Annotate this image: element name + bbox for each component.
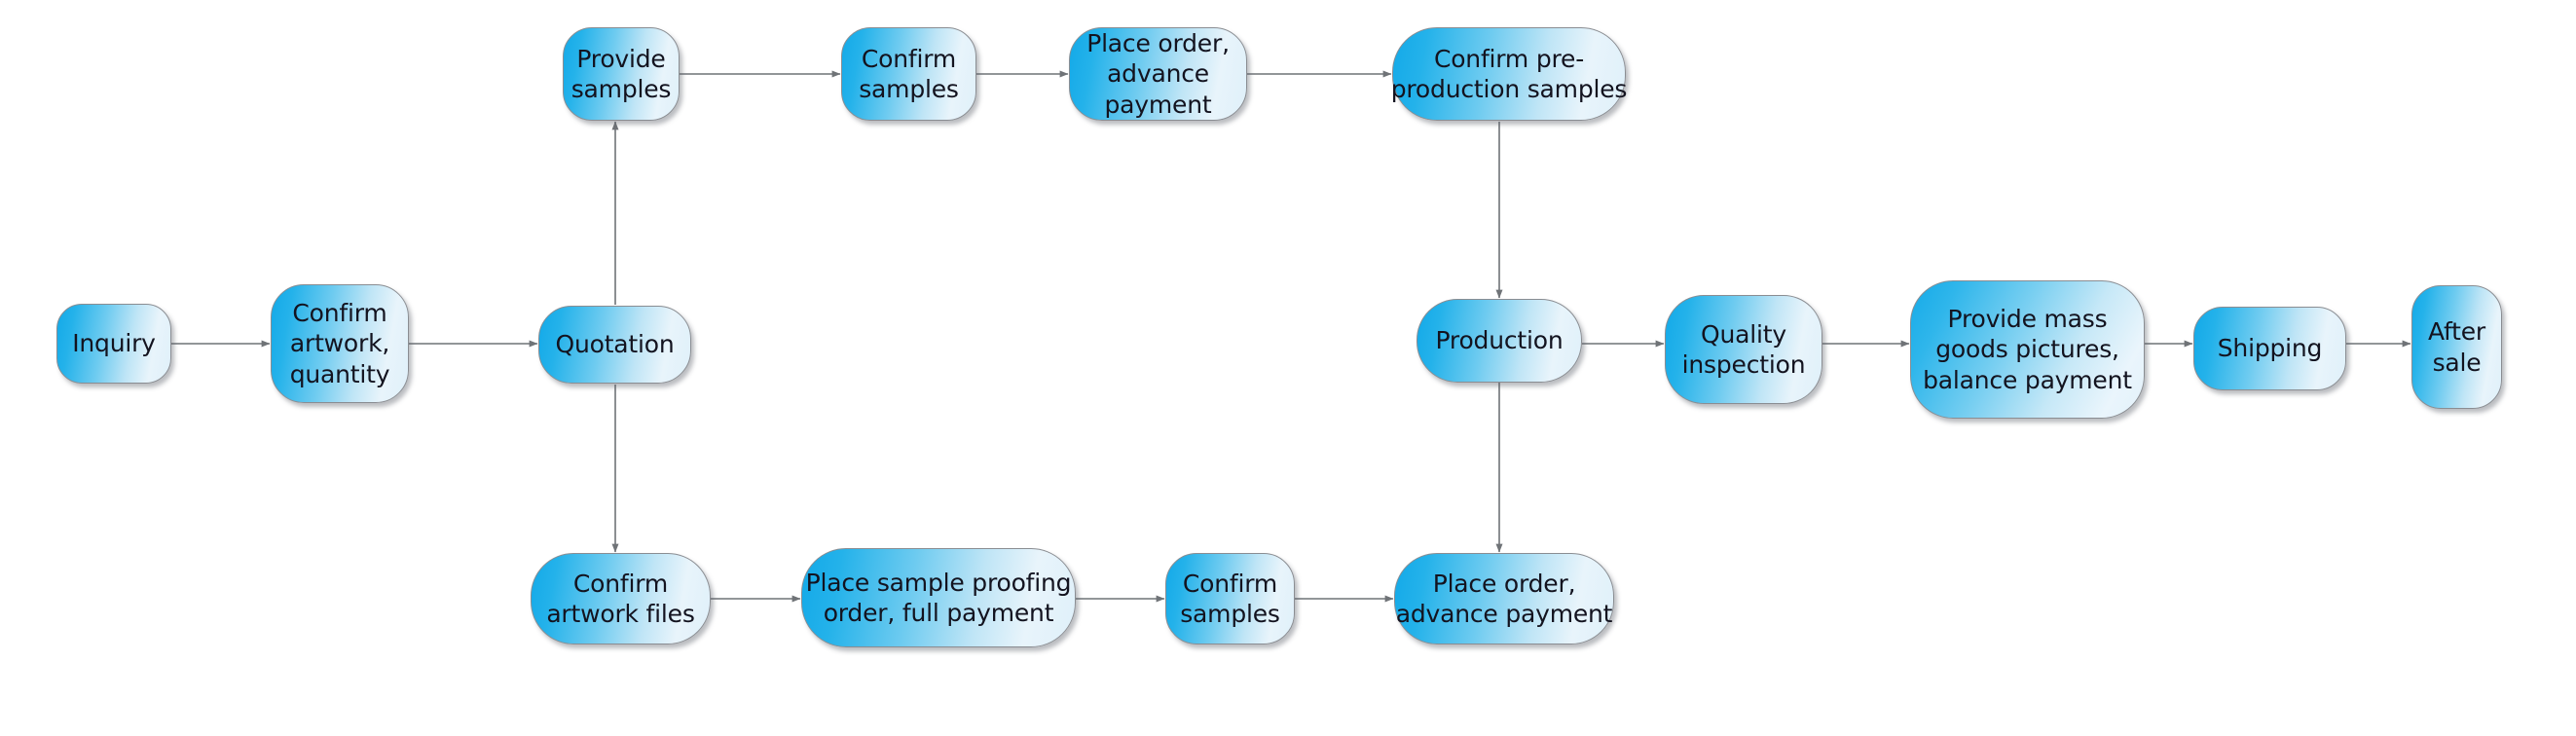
node-label: Confirm samples [859,44,959,104]
node-provide-samples[interactable]: Provide samples [563,27,680,121]
node-confirm-artwork-quantity[interactable]: Confirm artwork, quantity [271,284,409,403]
node-label: After sale [2427,317,2486,377]
node-place-sample-proofing-order[interactable]: Place sample proofing order, full paymen… [801,548,1076,647]
node-confirm-samples-top[interactable]: Confirm samples [841,27,976,121]
node-label: Place order, advance payment [1086,28,1230,119]
node-label: Inquiry [72,329,156,358]
node-label: Place order, advance payment [1395,569,1613,629]
node-label: Confirm artwork, quantity [289,298,390,388]
node-quotation[interactable]: Quotation [538,306,691,384]
node-quality-inspection[interactable]: Quality inspection [1665,295,1822,404]
node-label: Production [1435,326,1564,355]
node-label: Confirm artwork files [546,569,695,629]
node-shipping[interactable]: Shipping [2193,307,2346,390]
node-provide-mass-goods-pictures[interactable]: Provide mass goods pictures, balance pay… [1910,280,2145,419]
node-label: Quality inspection [1681,319,1806,380]
node-label: Provide samples [570,44,672,104]
node-place-order-advance-payment-bottom[interactable]: Place order, advance payment [1394,553,1614,644]
node-label: Shipping [2217,334,2323,363]
node-production[interactable]: Production [1417,299,1582,383]
node-inquiry[interactable]: Inquiry [56,304,171,384]
node-after-sale[interactable]: After sale [2411,285,2502,409]
node-label: Quotation [555,330,675,359]
node-confirm-samples-bottom[interactable]: Confirm samples [1165,553,1295,644]
node-label: Confirm samples [1180,569,1280,629]
node-confirm-artwork-files[interactable]: Confirm artwork files [531,553,711,644]
node-label: Provide mass goods pictures, balance pay… [1923,304,2132,394]
node-label: Place sample proofing order, full paymen… [805,568,1072,628]
node-place-order-advance-payment-top[interactable]: Place order, advance payment [1069,27,1247,121]
node-label: Confirm pre- production samples [1390,44,1628,104]
node-confirm-pre-production-samples[interactable]: Confirm pre- production samples [1391,27,1627,121]
